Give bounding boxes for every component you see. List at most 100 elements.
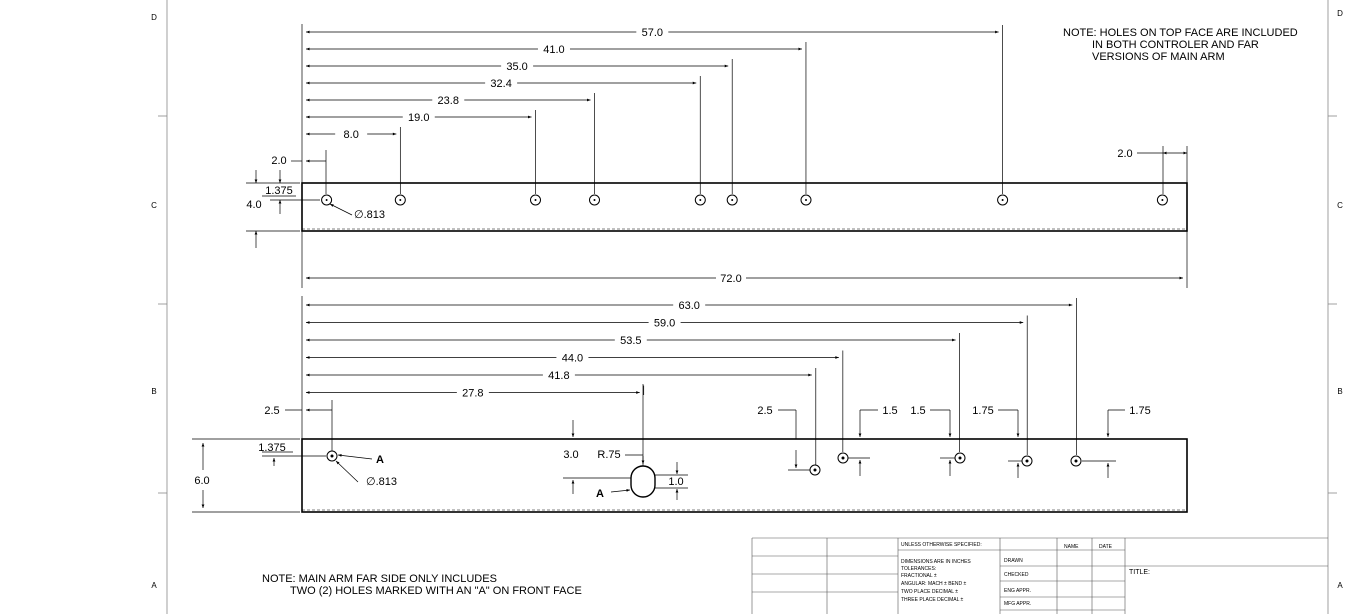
top-hole-6 xyxy=(726,194,738,206)
tb-date: DATE xyxy=(1099,544,1113,550)
hole-drop-2: 1.5 xyxy=(848,405,898,476)
top-note-line3: VERSIONS OF MAIN ARM xyxy=(1092,51,1225,63)
zone-right-c: C xyxy=(1337,201,1343,210)
slot-radius-label: R.75 xyxy=(597,449,620,461)
top-dim-label-5: 23.8 xyxy=(438,95,459,107)
tb-name: NAME xyxy=(1064,544,1079,550)
front-hole-offset-label: 1.375 xyxy=(258,442,286,454)
front-dim-44-0: 44.0 xyxy=(306,350,844,452)
zone-left-b: B xyxy=(151,387,156,396)
top-dim-23-8: 23.8 xyxy=(306,93,595,194)
top-dim-32-4: 32.4 xyxy=(306,76,701,194)
top-note-line2: IN BOTH CONTROLER AND FAR xyxy=(1092,39,1259,51)
tb-dims-l4: ANGULAR: MACH ± BEND ± xyxy=(901,581,966,587)
top-dim-8-0: 8.0 xyxy=(306,127,401,194)
top-dim-19-0: 19.0 xyxy=(306,110,536,194)
zone-right-b: B xyxy=(1337,387,1342,396)
hole-drop-3: 1.5 xyxy=(910,405,955,476)
zone-left-c: C xyxy=(151,201,157,210)
tb-dims-l1: DIMENSIONS ARE IN INCHES xyxy=(901,559,971,565)
top-hole-2 xyxy=(394,194,406,206)
front-slot: R.75 3.0 1.0 A xyxy=(563,384,688,500)
top-view-outline xyxy=(301,182,1188,232)
top-dim-label-2: 41.0 xyxy=(543,44,564,56)
top-dim-label-7: 8.0 xyxy=(344,129,359,141)
top-hole-9 xyxy=(1156,194,1168,206)
title-block xyxy=(751,537,1328,614)
top-dim-57-0: 57.0 xyxy=(306,25,1003,194)
zone-left-a: A xyxy=(151,581,157,590)
front-dim-27-8: 27.8 xyxy=(306,385,645,400)
front-holes xyxy=(326,450,1082,476)
bottom-note-line1: NOTE: MAIN ARM FAR SIDE ONLY INCLUDES xyxy=(262,573,497,585)
top-edge-right-dim: 2.0 xyxy=(1117,146,1188,194)
zone-right-a: A xyxy=(1337,581,1343,590)
sheet-border xyxy=(158,0,1337,614)
overall-length-label: 72.0 xyxy=(720,273,741,285)
top-height-label: 4.0 xyxy=(246,199,261,211)
top-dim-label-4: 32.4 xyxy=(490,78,511,90)
front-dim-label-1: 63.0 xyxy=(678,300,699,312)
bottom-note-line2: TWO (2) HOLES MARKED WITH AN "A" ON FRON… xyxy=(290,585,582,597)
top-hole-dia-label: ∅.813 xyxy=(354,209,385,221)
top-dim-label-3: 35.0 xyxy=(506,61,527,73)
front-hole-dia-label: ∅.813 xyxy=(366,476,397,488)
hole-drop-1-label: 2.5 xyxy=(757,405,772,417)
top-note: NOTE: HOLES ON TOP FACE ARE INCLUDED IN … xyxy=(1063,27,1298,63)
tb-eng-appr: ENG APPR. xyxy=(1004,588,1031,594)
front-dim-59-0: 59.0 xyxy=(306,315,1028,455)
top-edge-left-label: 2.0 xyxy=(271,155,286,167)
tb-mfg-appr: MFG APPR. xyxy=(1004,601,1031,607)
front-dimensions: 63.059.0 53.5 44.041.8 27.8 xyxy=(306,298,1077,465)
hole-drop-4-label: 1.75 xyxy=(972,405,993,417)
front-edge-left-label: 2.5 xyxy=(264,405,279,417)
hole-drop-5: 1.75 xyxy=(1082,405,1151,478)
front-hole-offset-dim: 1.375 xyxy=(258,442,326,466)
top-hole-dia-callout: ∅.813 xyxy=(329,203,385,221)
front-view: 63.059.053.544.041.827.8 R.75 3.0 xyxy=(192,296,1188,513)
front-hole-a-label: A xyxy=(376,454,384,466)
tb-unless: UNLESS OTHERWISE SPECIFIED: xyxy=(901,542,982,548)
slot-marker-label: A xyxy=(596,488,604,500)
top-height-dim: 4.0 xyxy=(246,170,300,248)
slot-height-label: 1.0 xyxy=(668,476,683,488)
tb-dims-l5: TWO PLACE DECIMAL ± xyxy=(901,589,958,595)
front-dim-53-5: 53.5 xyxy=(306,333,960,452)
front-dim-label-3: 53.5 xyxy=(620,335,641,347)
tb-title: TITLE: xyxy=(1129,569,1150,576)
zone-left-d: D xyxy=(151,13,157,22)
front-height-dim: 6.0 xyxy=(192,438,300,513)
top-hole-7 xyxy=(800,194,812,206)
top-hole-5 xyxy=(694,194,706,206)
front-height-label: 6.0 xyxy=(194,475,209,487)
top-dimensions: 57.041.0 35.0 32.4 23.8 19.08.0 xyxy=(306,25,1003,194)
tb-checked: CHECKED xyxy=(1004,572,1029,578)
top-hole-offset-dim: 1.375 xyxy=(262,170,320,214)
front-hole-5 xyxy=(1021,455,1033,467)
top-hole-4 xyxy=(589,194,600,206)
overall-length-dim: 72.0 xyxy=(301,231,1188,288)
top-hole-8 xyxy=(997,194,1009,206)
front-dim-63-0: 63.0 xyxy=(306,298,1077,455)
front-dim-label-2: 59.0 xyxy=(654,318,675,330)
front-edge-left-dim: 2.5 xyxy=(264,400,333,451)
top-dim-41-0: 41.0 xyxy=(306,42,807,194)
hole-drop-2-label: 1.5 xyxy=(882,405,897,417)
top-dim-35-0: 35.0 xyxy=(306,59,733,194)
top-holes xyxy=(321,194,1168,206)
front-view-outline xyxy=(301,438,1188,513)
tb-dims-l2: TOLERANCES: xyxy=(901,566,936,572)
front-hole-2 xyxy=(809,464,821,476)
front-hole-a xyxy=(326,450,338,462)
front-dim-label-5: 41.8 xyxy=(548,370,569,382)
hole-drop-1: 2.5 xyxy=(757,405,810,471)
hole-drop-5-label: 1.75 xyxy=(1129,405,1150,417)
bottom-note: NOTE: MAIN ARM FAR SIDE ONLY INCLUDES TW… xyxy=(262,573,582,597)
front-hole-dia-callout: ∅.813 xyxy=(335,460,397,488)
top-hole-3 xyxy=(530,194,541,206)
top-hole-offset-label: 1.375 xyxy=(265,185,293,197)
top-note-line1: NOTE: HOLES ON TOP FACE ARE INCLUDED xyxy=(1063,27,1298,39)
tb-dims-l3: FRACTIONAL ± xyxy=(901,573,937,579)
front-hole-6 xyxy=(1070,455,1082,467)
